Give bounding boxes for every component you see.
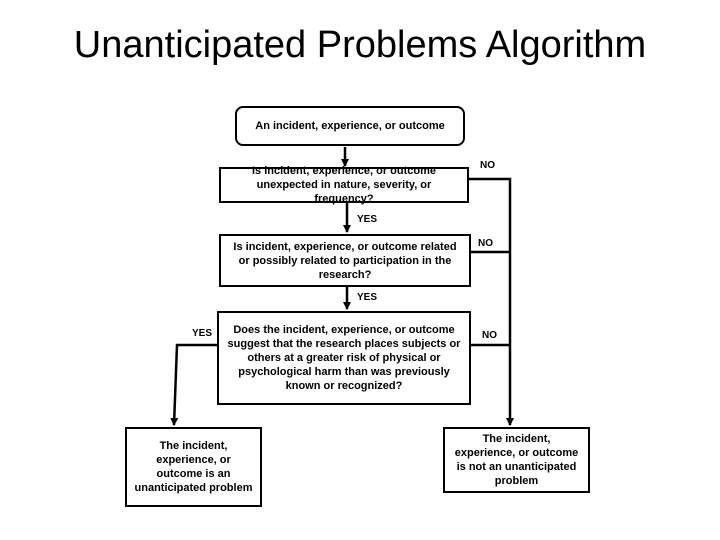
result-unanticipated-box: The incident, experience, or outcome is … (125, 427, 262, 507)
label-yes-related: YES (357, 292, 378, 303)
question-related-text: Is incident, experience, or outcome rela… (233, 240, 457, 281)
question-related-box: Is incident, experience, or outcome rela… (219, 234, 471, 287)
slide-title: Unanticipated Problems Algorithm (73, 24, 647, 66)
connector-risk-yes (170, 343, 217, 426)
connector-unexpected-no (469, 177, 514, 426)
result-not-unanticipated-box: The incident, experience, or outcome is … (443, 427, 590, 493)
question-risk-text: Does the incident, experience, or outcom… (227, 324, 461, 392)
result-unanticipated-text: The incident, experience, or outcome is … (134, 440, 253, 494)
start-text: An incident, experience, or outcome (255, 120, 445, 132)
label-no-risk: NO (482, 330, 497, 341)
question-unexpected-text: Is incident, experience, or outcome unex… (252, 165, 436, 205)
label-no-unexpected: NO (480, 160, 495, 171)
label-no-related: NO (478, 238, 493, 249)
label-yes-unexpected: YES (357, 214, 378, 225)
question-risk-box: Does the incident, experience, or outcom… (217, 311, 471, 405)
question-unexpected-box: Is incident, experience, or outcome unex… (219, 165, 469, 205)
label-yes-risk: YES (192, 328, 213, 339)
result-not-unanticipated-text: The incident, experience, or outcome is … (454, 433, 579, 487)
start-box: An incident, experience, or outcome (235, 106, 465, 146)
